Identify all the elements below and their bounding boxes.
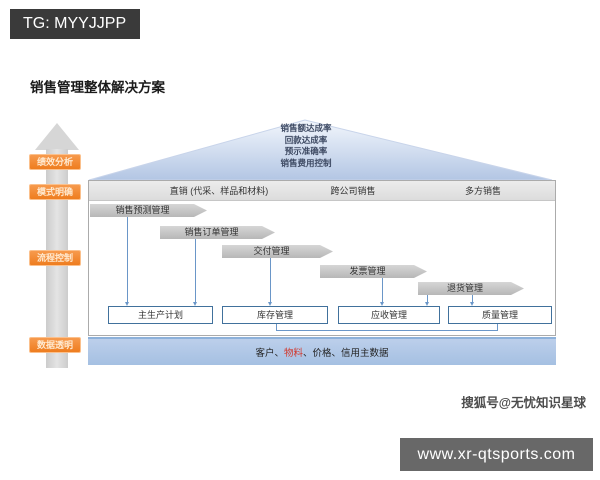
master-data-text: 、价格、信用主数据 bbox=[303, 348, 389, 359]
connector-returns-to-receivable bbox=[425, 295, 429, 306]
page-title: 销售管理整体解决方案 bbox=[30, 80, 165, 95]
connector-quality-to-inventory bbox=[274, 320, 498, 331]
kpi-line: 回款达成率 bbox=[284, 134, 328, 145]
box-inventory-management: 库存管理 bbox=[222, 306, 328, 324]
arrow-invoice: 发票管理 bbox=[320, 265, 427, 278]
channel-intercompany: 跨公司销售 bbox=[330, 186, 376, 196]
arrow-sales-forecast: 销售预测管理 bbox=[90, 204, 207, 217]
channel-direct-sales: 直销 (代采、样品和材料) bbox=[169, 186, 269, 196]
channel-multiparty: 多方销售 bbox=[464, 186, 502, 196]
master-data-text: 客户、 bbox=[255, 348, 284, 359]
pyramid-kpi-list: 销售额达成率 回款达成率 预示准确率 销售费用控制 bbox=[220, 123, 392, 169]
connector-returns-to-quality bbox=[470, 295, 474, 306]
kpi-line: 销售额达成率 bbox=[280, 123, 332, 133]
watermark: 搜狐号@无忧知识星球 bbox=[461, 396, 586, 410]
tg-badge: TG: MYYJJPP bbox=[10, 9, 140, 39]
channel-header-bar: 直销 (代采、样品和材料) 跨公司销售 多方销售 bbox=[89, 181, 555, 201]
box-receivable-management: 应收管理 bbox=[338, 306, 440, 324]
box-master-production-plan: 主生产计划 bbox=[108, 306, 213, 324]
up-arrow-icon bbox=[35, 123, 79, 150]
footer-url: www.xr-qtsports.com bbox=[400, 438, 593, 471]
stage-tag-mode: 模式明确 bbox=[29, 184, 81, 200]
arrow-sales-order: 销售订单管理 bbox=[160, 226, 275, 239]
connector-delivery-to-inventory bbox=[268, 258, 272, 306]
kpi-line: 预示准确率 bbox=[284, 146, 328, 156]
box-quality-management: 质量管理 bbox=[448, 306, 552, 324]
arrow-returns: 退货管理 bbox=[418, 282, 524, 295]
connector-forecast-to-mps bbox=[125, 217, 129, 306]
connector-order-to-mps bbox=[193, 239, 197, 306]
kpi-line: 销售费用控制 bbox=[280, 157, 332, 168]
master-data-highlight: 物料 bbox=[283, 348, 303, 359]
stage-tag-data: 数据透明 bbox=[29, 337, 81, 353]
arrow-delivery: 交付管理 bbox=[222, 245, 333, 258]
stage-tag-process: 流程控制 bbox=[29, 250, 81, 266]
master-data-bar: 客户、物料、价格、信用主数据 bbox=[88, 337, 556, 365]
stage-tag-performance: 绩效分析 bbox=[29, 154, 81, 170]
connector-invoice-to-receivable bbox=[380, 278, 384, 306]
